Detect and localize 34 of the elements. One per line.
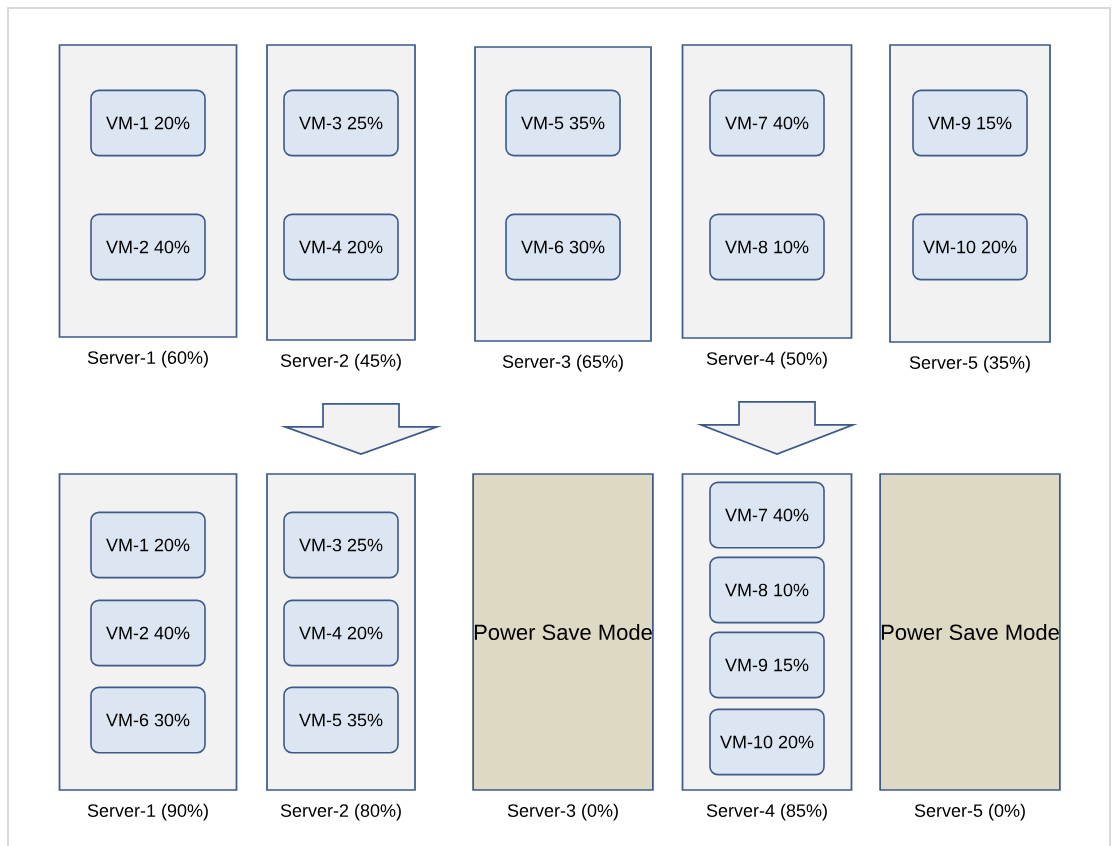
vm-box: VM-9 15% — [709, 631, 825, 699]
vm-box: VM-3 25% — [283, 511, 399, 579]
server-label: Server-4 (50%) — [706, 351, 827, 369]
vm-box: VM-5 35% — [283, 686, 399, 754]
power-save-box: Power Save Mode — [472, 473, 654, 791]
power-save-box: Power Save Mode — [879, 473, 1061, 791]
server-label: Server-5 (35%) — [909, 355, 1030, 373]
server-label: Server-1 (90%) — [87, 803, 208, 821]
vm-box: VM-8 10% — [709, 213, 825, 281]
server-label: Server-4 (85%) — [706, 803, 827, 821]
server-label: Server-3 (65%) — [502, 354, 623, 372]
server-label: Server-1 (60%) — [87, 350, 208, 368]
vm-box: VM-1 20% — [90, 89, 206, 157]
server-label: Server-3 (0%) — [507, 803, 618, 821]
vm-box: VM-10 20% — [912, 213, 1028, 281]
vm-box: VM-2 40% — [90, 599, 206, 667]
vm-box: VM-3 25% — [283, 89, 399, 157]
server-label: Server-2 (80%) — [280, 803, 401, 821]
vm-box: VM-8 10% — [709, 556, 825, 624]
block-arrow — [280, 403, 442, 456]
vm-box: VM-6 30% — [90, 686, 206, 754]
vm-box: VM-7 40% — [709, 481, 825, 549]
block-arrow — [696, 401, 858, 456]
vm-box: VM-1 20% — [90, 511, 206, 579]
vm-box: VM-2 40% — [90, 213, 206, 281]
vm-box: VM-9 15% — [912, 89, 1028, 157]
server-label: Server-5 (0%) — [914, 803, 1025, 821]
vm-box: VM-7 40% — [709, 89, 825, 157]
server-label: Server-2 (45%) — [280, 353, 401, 371]
vm-box: VM-10 20% — [709, 708, 825, 776]
vm-box: VM-6 30% — [505, 213, 621, 281]
vm-box: VM-5 35% — [505, 89, 621, 157]
vm-box: VM-4 20% — [283, 213, 399, 281]
vm-box: VM-4 20% — [283, 599, 399, 667]
